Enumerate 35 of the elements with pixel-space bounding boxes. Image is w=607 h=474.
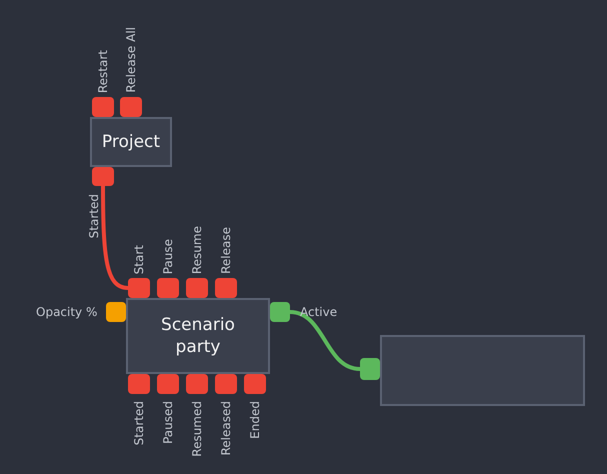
port-socket	[92, 167, 114, 186]
connector-wire	[290, 310, 360, 371]
port-label: Release	[219, 227, 233, 274]
port-label: Opacity %	[36, 305, 98, 319]
port-label: Resume	[190, 226, 204, 274]
node-box	[90, 117, 172, 167]
port-socket	[270, 302, 290, 322]
port-socket	[215, 278, 237, 298]
port-label: Pause	[161, 239, 175, 274]
port-socket	[215, 374, 237, 394]
node-title: Project	[102, 130, 160, 154]
port-socket	[106, 302, 126, 322]
port-label: Ended	[248, 401, 262, 439]
node-title: Scenario party	[160, 314, 236, 358]
port-socket	[128, 278, 150, 298]
port-socket	[186, 374, 208, 394]
node-box	[380, 335, 585, 406]
port-label: Started	[132, 401, 146, 446]
port-label: Release All	[124, 27, 138, 93]
port-socket	[92, 97, 114, 117]
port-socket	[157, 278, 179, 298]
port-label: Started	[87, 194, 101, 238]
port-socket	[360, 358, 380, 380]
node-box	[126, 298, 270, 374]
port-socket	[186, 278, 208, 298]
port-socket	[128, 374, 150, 394]
port-label: Resumed	[190, 401, 204, 457]
port-socket	[157, 374, 179, 394]
port-socket	[244, 374, 266, 394]
port-label: Active	[300, 305, 338, 319]
port-label: Start	[132, 245, 146, 274]
port-label: Restart	[96, 50, 110, 94]
port-label: Released	[219, 401, 233, 456]
port-socket	[120, 97, 142, 117]
port-label: Paused	[161, 401, 175, 444]
